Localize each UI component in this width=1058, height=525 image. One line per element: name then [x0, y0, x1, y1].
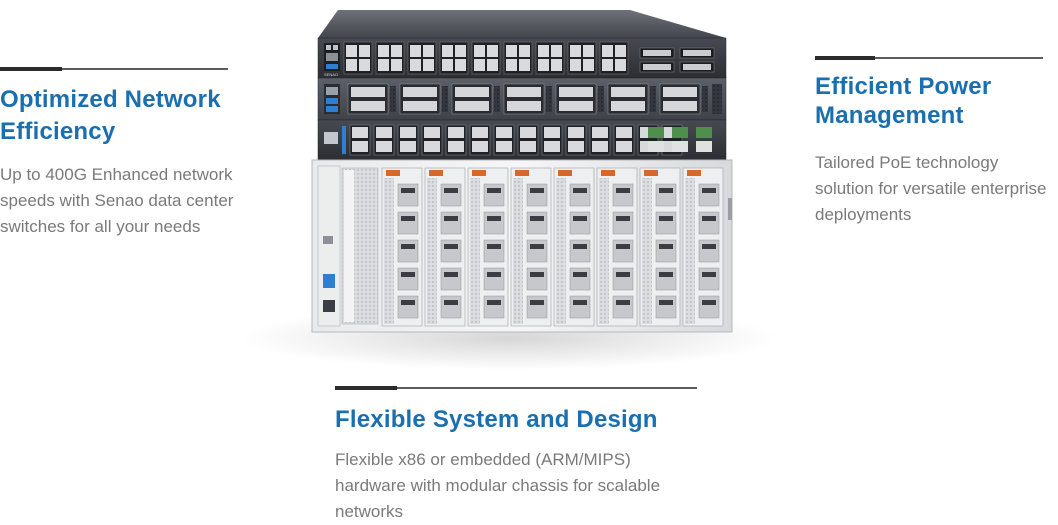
top-switch-1u — [317, 10, 727, 79]
feature-title: Optimized Network Efficiency — [0, 86, 221, 145]
feature-description: Tailored PoE technology solution for ver… — [815, 153, 1047, 224]
divider-accent — [335, 386, 397, 390]
divider-accent — [815, 56, 875, 60]
modular-chassis — [311, 159, 733, 333]
lower-switch-1u — [317, 119, 727, 161]
middle-switch-2u — [317, 77, 727, 121]
switch-stack-image: SENAO — [240, 10, 780, 370]
feature-network-efficiency: Optimized Network Efficiency Up to 400G … — [0, 67, 240, 240]
divider-accent — [0, 67, 62, 71]
feature-description: Flexible x86 or embedded (ARM/MIPS) hard… — [335, 450, 661, 521]
divider-line — [335, 386, 697, 390]
feature-flexible-system: Flexible System and Design Flexible x86 … — [335, 386, 705, 525]
divider-line — [0, 67, 228, 71]
feature-title: Efficient Power Management — [815, 73, 992, 129]
brand-label: SENAO — [324, 72, 338, 77]
feature-description: Up to 400G Enhanced network speeds with … — [0, 165, 234, 236]
divider-line — [815, 56, 1043, 60]
feature-power-management: Efficient Power Management Tailored PoE … — [815, 56, 1047, 228]
feature-title: Flexible System and Design — [335, 406, 658, 433]
